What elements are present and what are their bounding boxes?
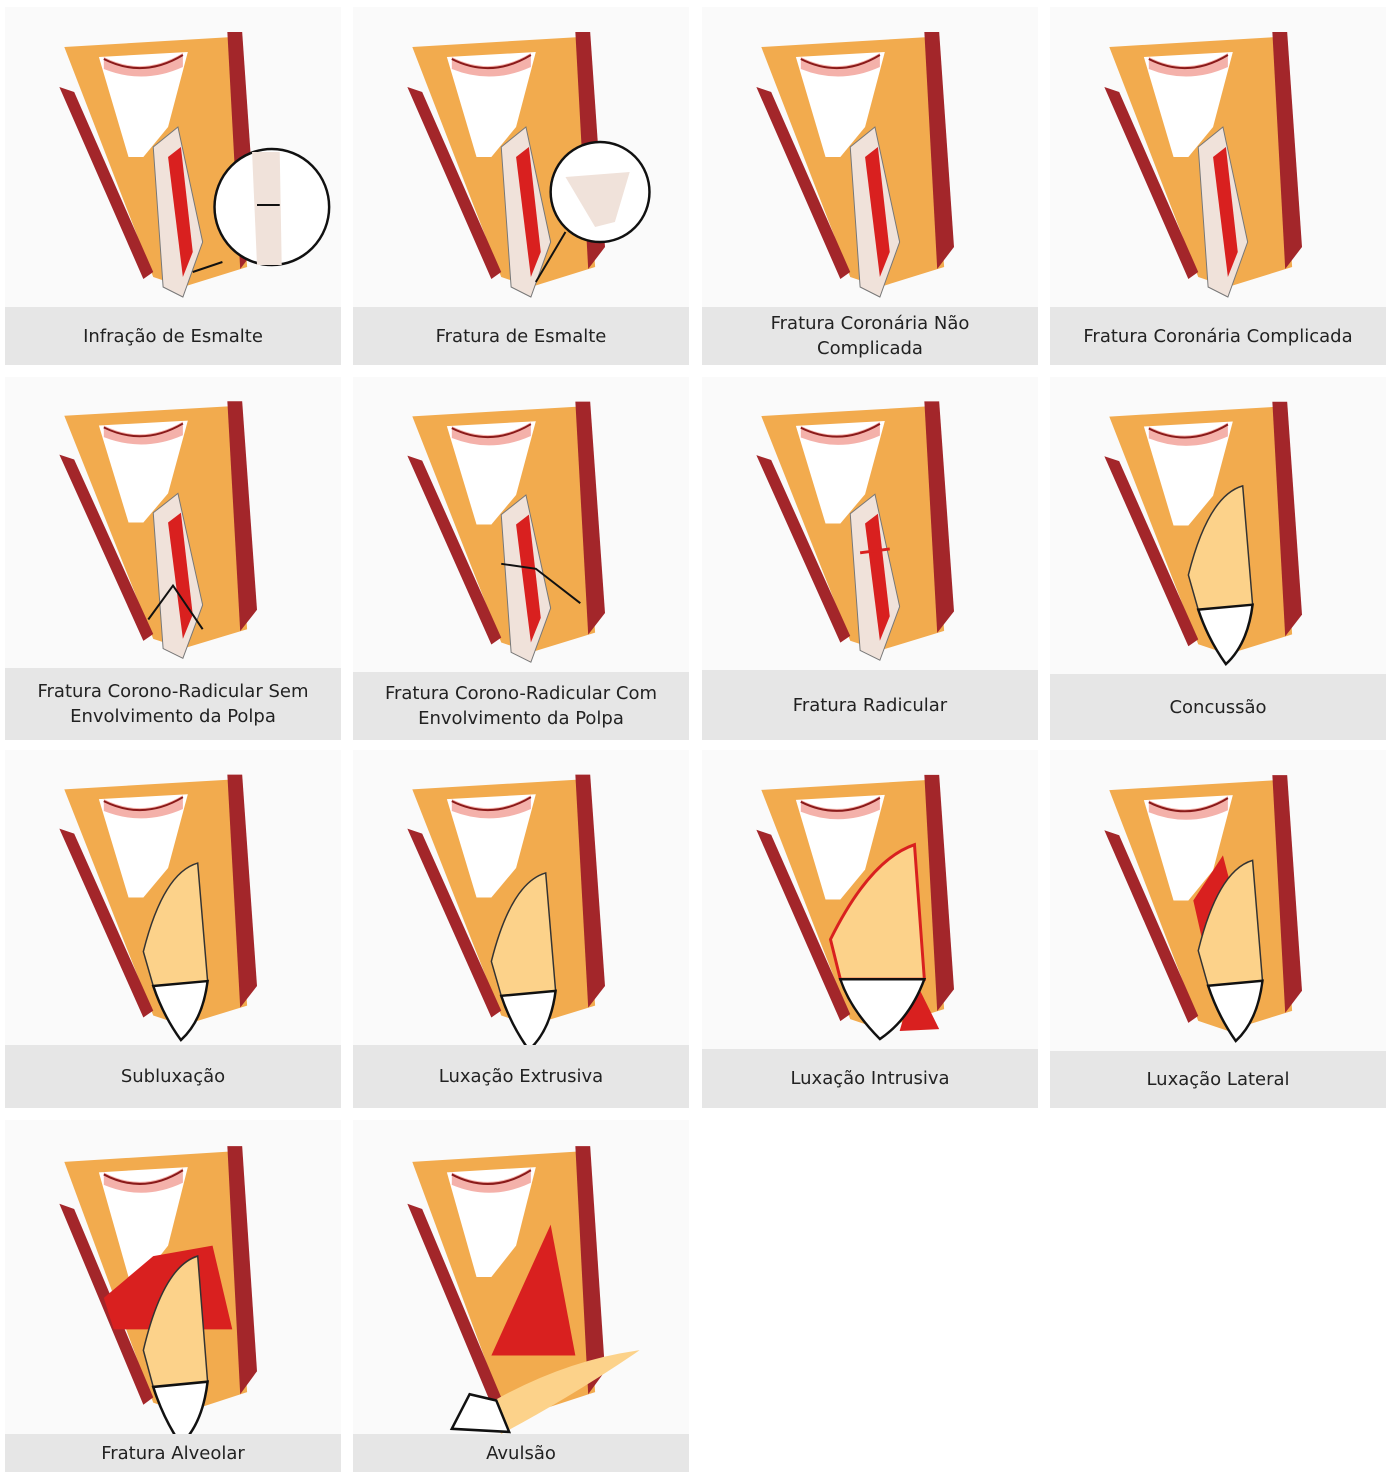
panel-extrusive: Luxação Extrusiva: [353, 750, 689, 1108]
illustration: [5, 7, 341, 307]
panel-crown-uncomplicated: Fratura Coronária Não Complicada: [702, 7, 1038, 365]
illustration: [1050, 750, 1386, 1051]
panel-subluxation: Subluxação: [5, 750, 341, 1108]
magnified-tooth: [252, 152, 282, 265]
panel-caption: Fratura Radicular: [702, 670, 1038, 740]
illustration: [702, 377, 1038, 670]
panel-caption: Infração de Esmalte: [5, 307, 341, 365]
panel-crown-complicated: Fratura Coronária Complicada: [1050, 7, 1386, 365]
illustration: [5, 750, 341, 1045]
illustration: [702, 750, 1038, 1049]
panel-caption: Fratura Corono-Radicular Com Envolviment…: [353, 672, 689, 740]
tooth-tip: [153, 1382, 207, 1434]
panel-root-fracture: Fratura Radicular: [702, 377, 1038, 740]
panel-caption: Luxação Intrusiva: [702, 1049, 1038, 1108]
panel-caption: Fratura Coronária Complicada: [1050, 307, 1386, 365]
illustration: [353, 750, 689, 1045]
panel-crown-root-no-pulp: Fratura Corono-Radicular Sem Envolviment…: [5, 377, 341, 740]
illustration: [1050, 7, 1386, 307]
illustration: [353, 377, 689, 672]
illustration: [353, 7, 689, 307]
panel-enamel-fracture: Fratura de Esmalte: [353, 7, 689, 365]
panel-caption: Concussão: [1050, 674, 1386, 740]
panel-lateral: Luxação Lateral: [1050, 750, 1386, 1108]
panel-infraction: Infração de Esmalte: [5, 7, 341, 365]
panel-caption: Fratura Corono-Radicular Sem Envolviment…: [5, 668, 341, 740]
panel-concussion: Concussão: [1050, 377, 1386, 740]
illustration: [5, 377, 341, 668]
panel-caption: Subluxação: [5, 1045, 341, 1108]
panel-avulsion: Avulsão: [353, 1120, 689, 1472]
illustration: [1050, 377, 1386, 674]
panel-caption: Luxação Lateral: [1050, 1051, 1386, 1108]
panel-caption: Avulsão: [353, 1434, 689, 1472]
illustration: [702, 7, 1038, 307]
panel-intrusive: Luxação Intrusiva: [702, 750, 1038, 1108]
illustration: [353, 1120, 689, 1434]
panel-caption: Fratura de Esmalte: [353, 307, 689, 365]
panel-caption: Fratura Coronária Não Complicada: [702, 307, 1038, 365]
panel-crown-root-pulp: Fratura Corono-Radicular Com Envolviment…: [353, 377, 689, 740]
panel-caption: Luxação Extrusiva: [353, 1045, 689, 1108]
panel-alveolar: Fratura Alveolar: [5, 1120, 341, 1472]
panel-caption: Fratura Alveolar: [5, 1434, 341, 1472]
tooth-tip: [501, 991, 555, 1045]
illustration: [5, 1120, 341, 1434]
